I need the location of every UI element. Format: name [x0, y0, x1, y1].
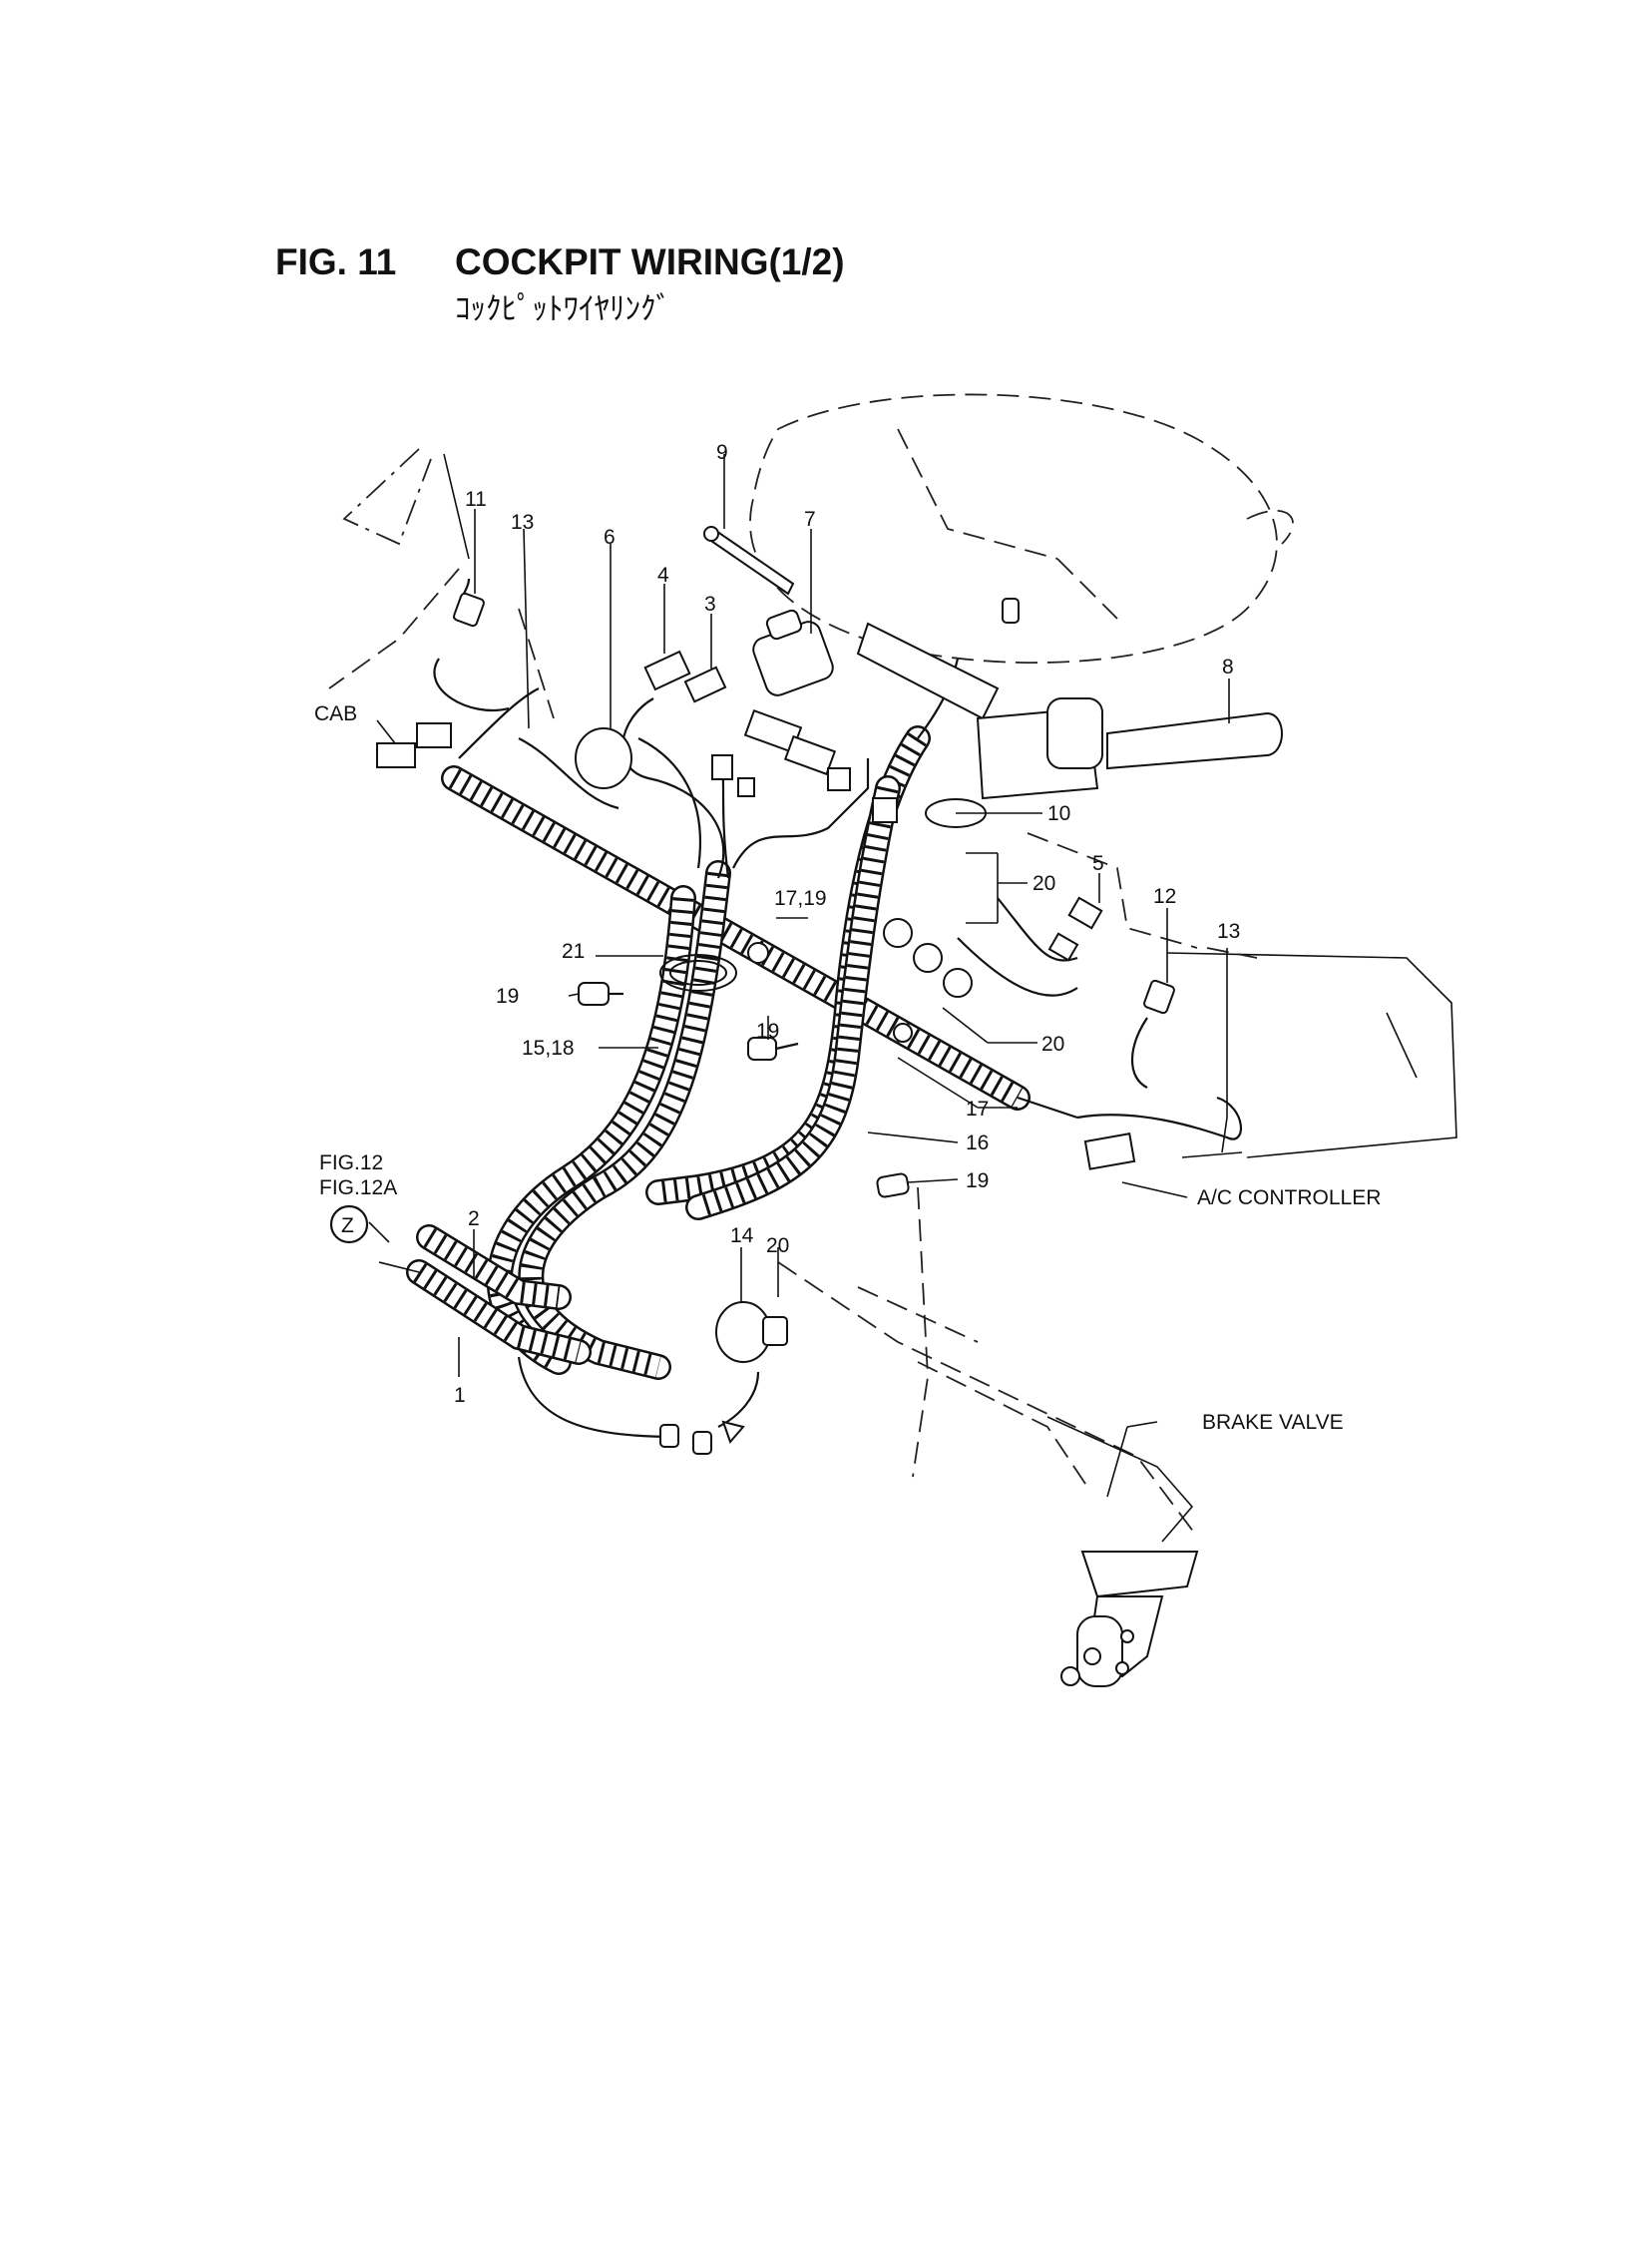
callout-20-upper: 20	[1032, 872, 1055, 895]
callout-7: 7	[804, 508, 816, 531]
frame-outline-lower	[777, 1186, 1198, 1543]
callout-16: 16	[966, 1132, 989, 1154]
callout-13-left: 13	[511, 511, 534, 534]
callout-2: 2	[468, 1207, 480, 1230]
callout-13-right: 13	[1217, 920, 1240, 943]
label-brake-valve: BRAKE VALVE	[1202, 1411, 1344, 1434]
label-ac-controller: A/C CONTROLLER	[1197, 1186, 1381, 1209]
label-fig12a: FIG.12A	[319, 1176, 397, 1199]
callout-3: 3	[704, 593, 716, 616]
cab-outline-left	[328, 448, 555, 719]
figure-number: FIG. 11	[275, 241, 397, 282]
callout-15-18: 15,18	[522, 1037, 575, 1060]
callout-20-middle: 20	[1041, 1033, 1064, 1056]
callout-12: 12	[1153, 885, 1176, 908]
leader-lines	[368, 454, 1243, 1498]
callout-4: 4	[657, 564, 669, 587]
callout-9: 9	[716, 441, 728, 464]
cab-outline-right	[1027, 832, 1457, 1158]
callout-14: 14	[730, 1224, 754, 1247]
callout-5: 5	[1092, 852, 1104, 875]
callout-11: 11	[465, 488, 487, 511]
callout-labels: 9 11 13 6 7 4 3 8 CAB 10 5 20 12 13 17,1…	[314, 441, 1381, 1434]
main-harness	[441, 765, 1078, 1120]
callout-21: 21	[562, 940, 585, 963]
brake-valve	[1060, 1551, 1199, 1687]
callout-10: 10	[1047, 802, 1070, 825]
z-reference-circle	[329, 1204, 369, 1244]
component-shapes	[329, 526, 1283, 1455]
figure-title: COCKPIT WIRING(1/2)	[455, 241, 845, 282]
steering-wheel-outline	[749, 393, 1294, 664]
label-fig12: FIG.12	[319, 1151, 383, 1174]
ref-z: Z	[341, 1214, 354, 1237]
harness-branches	[378, 725, 931, 1439]
callout-1: 1	[454, 1384, 466, 1407]
figure-subtitle-japanese: ｺｯｸﾋﾟｯﾄﾜｲﾔﾘﾝｸﾞ	[455, 291, 671, 326]
callout-6: 6	[604, 526, 616, 549]
callout-19-middle: 19	[756, 1020, 779, 1043]
label-cab: CAB	[314, 702, 357, 725]
callout-19-lower: 19	[966, 1169, 989, 1192]
callout-19-left: 19	[496, 985, 519, 1008]
callout-17: 17	[966, 1098, 989, 1121]
callout-20-lower: 20	[766, 1234, 789, 1257]
callout-8: 8	[1222, 656, 1234, 679]
callout-17-19: 17,19	[774, 887, 827, 910]
